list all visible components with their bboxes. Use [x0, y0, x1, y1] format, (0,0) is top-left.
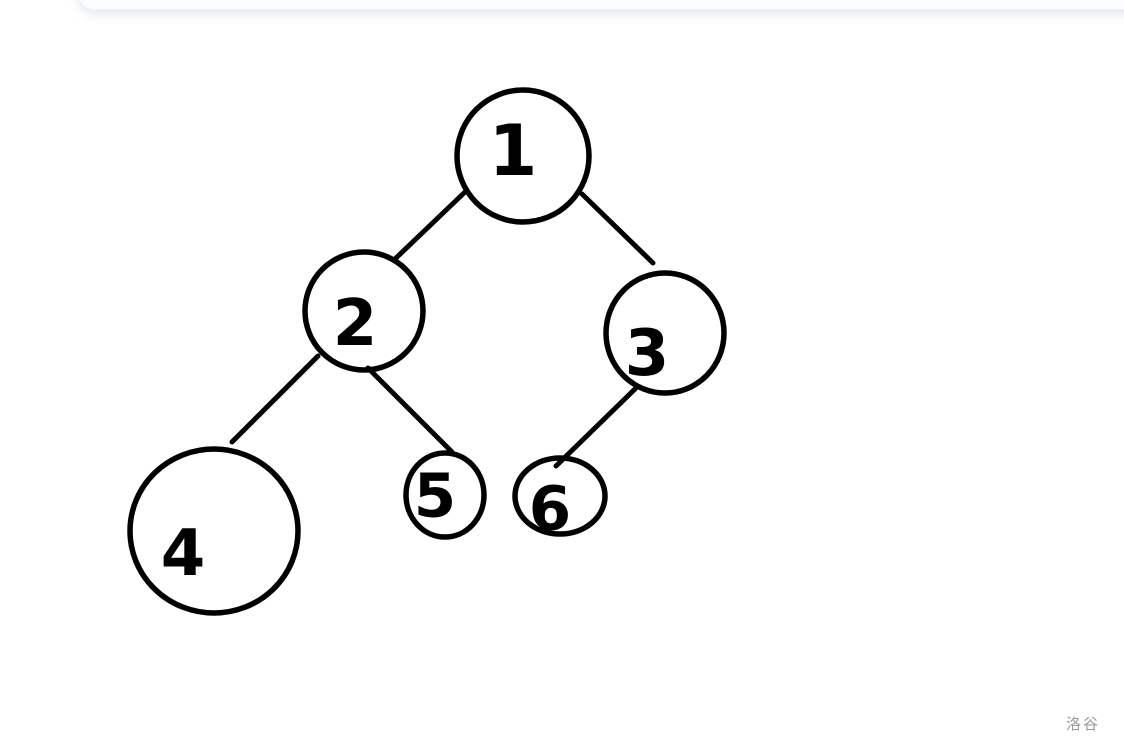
tree-edges — [229, 189, 656, 469]
tree-node-5-label: 5 — [414, 461, 456, 532]
tree-node-6-circle — [512, 455, 608, 537]
tree-node-2-circle — [302, 249, 426, 373]
tree-node-1-circle — [454, 87, 592, 225]
edge-2-5 — [365, 365, 455, 455]
tree-node-2-label: 2 — [333, 287, 378, 361]
edge-2-4 — [229, 353, 321, 445]
tree-node-4-circle — [127, 446, 301, 616]
edge-1-2 — [393, 189, 468, 261]
tree-node-labels: 1 2 3 4 5 6 — [161, 110, 670, 591]
tree-node-3-circle — [603, 270, 727, 396]
tree-node-4-label: 4 — [161, 517, 206, 591]
tree-node-6-label: 6 — [529, 474, 571, 545]
tree-node-3-label: 3 — [625, 317, 670, 391]
luogu-watermark: 洛谷 — [1065, 715, 1100, 733]
tree-node-5-circle — [403, 450, 487, 540]
edge-1-3 — [579, 191, 656, 266]
edge-3-6 — [553, 385, 639, 469]
tree-node-1-label: 1 — [489, 110, 538, 192]
tree-nodes — [127, 87, 727, 616]
